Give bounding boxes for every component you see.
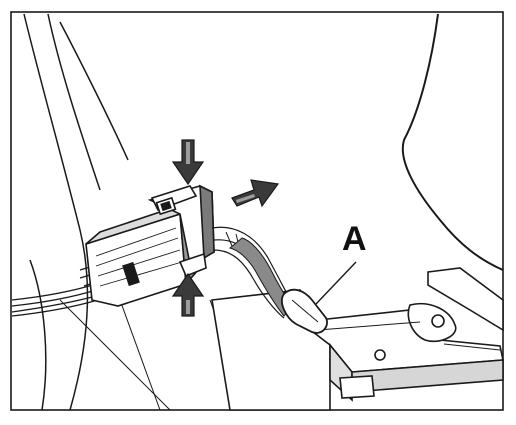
right-panel-curve (401, 13, 504, 271)
left-lower-edge (29, 259, 47, 411)
plug-latch-slot (122, 261, 140, 287)
tray-tab (339, 375, 375, 399)
harness-wire-c (213, 249, 285, 319)
background-trim-panels (23, 13, 504, 411)
bracket-arm (427, 267, 504, 332)
callout-label-a: A (342, 220, 367, 258)
left-panel-edge-outer (23, 13, 89, 411)
floor-line-1 (59, 299, 171, 411)
tray-rim-line (443, 343, 501, 351)
electrical-connector (85, 184, 215, 307)
wire-3 (11, 295, 97, 313)
wire-4 (11, 299, 99, 317)
tray-inner-line (317, 321, 421, 331)
mount-screw (431, 314, 445, 328)
floor-line-2 (119, 299, 161, 411)
left-curve-line (59, 21, 129, 161)
bracket-assembly (211, 267, 504, 411)
receptacle-side (199, 184, 215, 260)
tray-screw-hole (374, 349, 386, 361)
wire-1 (11, 283, 97, 301)
arrow-up-icon (171, 272, 205, 317)
wire-2 (11, 289, 97, 307)
clip-detail (291, 299, 319, 323)
wiring-harness-left (11, 263, 103, 317)
harness-shading (228, 237, 293, 317)
left-panel-edge-inner (47, 13, 101, 191)
plug-ribs (95, 227, 183, 287)
arrow-down-icon (171, 139, 205, 186)
wiring-harness-right (211, 226, 328, 334)
arrow-right-icon (231, 179, 280, 208)
lock-tab-hole (160, 200, 172, 212)
callout-leader-line (315, 261, 357, 305)
receptacle-foot (178, 252, 207, 278)
